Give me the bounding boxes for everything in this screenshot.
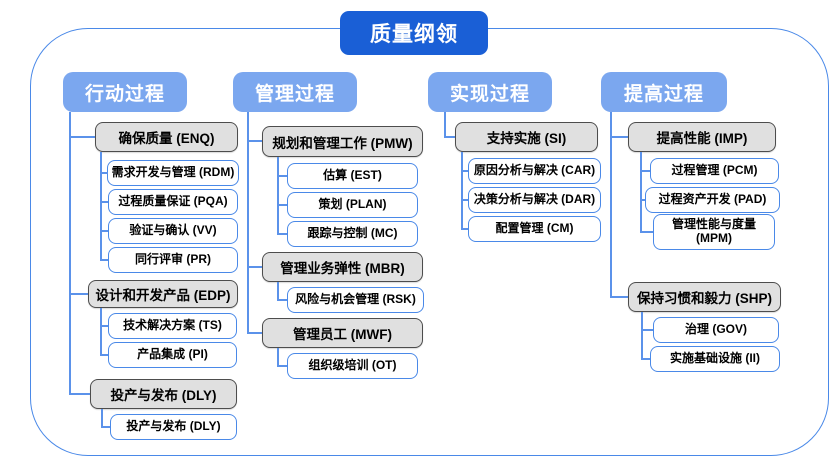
- connector-line: [69, 112, 71, 395]
- connector-line: [100, 325, 108, 327]
- node-mwf: 管理员工 (MWF): [262, 318, 423, 348]
- node-shp: 保持习惯和毅力 (SHP): [628, 282, 781, 312]
- connector-line: [277, 175, 287, 177]
- node-est: 估算 (EST): [287, 163, 418, 189]
- node-si: 支持实施 (SI): [455, 122, 598, 152]
- connector-line: [641, 329, 653, 331]
- connector-line: [461, 170, 468, 172]
- node-mbr: 管理业务弹性 (MBR): [262, 252, 423, 282]
- connector-line: [641, 312, 643, 360]
- connector-line: [101, 409, 103, 428]
- connector-line: [640, 199, 645, 201]
- column-header-management-process: 管理过程: [233, 72, 357, 112]
- connector-line: [461, 228, 468, 230]
- connector-line: [100, 201, 108, 203]
- connector-line: [277, 157, 279, 235]
- connector-line: [461, 152, 463, 230]
- node-ot: 组织级培训 (OT): [287, 353, 418, 379]
- connector-line: [277, 365, 287, 367]
- node-ts: 技术解决方案 (TS): [108, 313, 237, 339]
- node-gov: 治理 (GOV): [653, 317, 779, 343]
- node-rsk: 风险与机会管理 (RSK): [287, 287, 424, 313]
- node-enq: 确保质量 (ENQ): [95, 122, 238, 152]
- connector-line: [640, 170, 650, 172]
- node-dly-child: 投产与发布 (DLY): [110, 414, 237, 440]
- connector-line: [277, 282, 279, 301]
- connector-line: [610, 296, 628, 298]
- node-plan: 策划 (PLAN): [287, 192, 418, 218]
- node-pr: 同行评审 (PR): [108, 247, 238, 273]
- connector-line: [277, 299, 287, 301]
- connector-line: [100, 152, 102, 261]
- node-mpm: 管理性能与度量 (MPM): [653, 214, 775, 250]
- connector-line: [610, 112, 612, 298]
- diagram-title: 质量纲领: [340, 11, 488, 55]
- connector-line: [69, 293, 88, 295]
- node-edp: 设计和开发产品 (EDP): [88, 280, 238, 308]
- node-vv: 验证与确认 (VV): [108, 218, 238, 244]
- node-rdm: 需求开发与管理 (RDM): [107, 160, 239, 186]
- connector-line: [247, 266, 262, 268]
- column-header-action-process: 行动过程: [63, 72, 187, 112]
- connector-line: [69, 136, 95, 138]
- connector-line: [461, 199, 468, 201]
- connector-line: [69, 393, 90, 395]
- node-imp: 提高性能 (IMP): [628, 122, 776, 152]
- column-header-improvement-process: 提高过程: [601, 72, 727, 112]
- node-pmw: 规划和管理工作 (PMW): [262, 126, 423, 157]
- node-pcm: 过程管理 (PCM): [650, 158, 779, 184]
- connector-line: [610, 136, 628, 138]
- connector-line: [247, 112, 249, 334]
- column-header-implementation-process: 实现过程: [428, 72, 552, 112]
- connector-line: [100, 308, 102, 356]
- connector-line: [640, 152, 642, 233]
- node-pi: 产品集成 (PI): [108, 342, 237, 368]
- node-cm: 配置管理 (CM): [468, 216, 601, 242]
- connector-line: [444, 136, 455, 138]
- node-car: 原因分析与解决 (CAR): [468, 158, 601, 184]
- connector-line: [641, 358, 650, 360]
- connector-line: [277, 348, 279, 367]
- node-dly: 投产与发布 (DLY): [90, 379, 237, 409]
- connector-line: [444, 112, 446, 138]
- node-dar: 决策分析与解决 (DAR): [468, 187, 601, 213]
- connector-line: [101, 426, 110, 428]
- node-pqa: 过程质量保证 (PQA): [108, 189, 238, 215]
- connector-line: [247, 332, 262, 334]
- connector-line: [277, 233, 287, 235]
- connector-line: [100, 354, 108, 356]
- connector-line: [247, 140, 262, 142]
- connector-line: [277, 204, 287, 206]
- node-ii: 实施基础设施 (II): [650, 346, 780, 372]
- node-pad: 过程资产开发 (PAD): [645, 187, 780, 213]
- node-mc: 跟踪与控制 (MC): [287, 221, 418, 247]
- connector-line: [100, 259, 108, 261]
- connector-line: [100, 172, 108, 174]
- connector-line: [640, 231, 653, 233]
- connector-line: [100, 230, 108, 232]
